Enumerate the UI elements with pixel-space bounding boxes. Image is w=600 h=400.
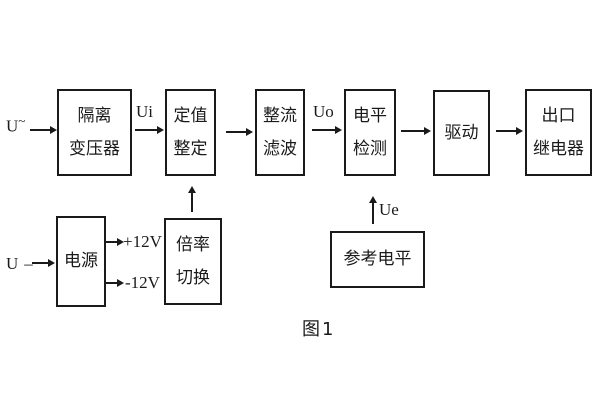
block-label: 变压器 bbox=[69, 138, 120, 159]
block-label: 参考电平 bbox=[343, 249, 412, 269]
label-dc-dash: – bbox=[24, 254, 33, 273]
label-minus12v: -12V bbox=[125, 273, 160, 292]
label-ac-input: U~ bbox=[6, 114, 25, 135]
arrow-transformer-to-setting-icon bbox=[135, 126, 164, 134]
block-label: 倍率 bbox=[176, 234, 210, 255]
block-label: 检测 bbox=[353, 138, 387, 159]
figure-caption: 图1 bbox=[302, 319, 336, 340]
arrow-drive-to-relay-icon bbox=[496, 127, 523, 135]
block-label: 整定 bbox=[173, 138, 208, 159]
arrow-ac-input-icon bbox=[30, 126, 57, 134]
block-label: 电平 bbox=[353, 105, 387, 126]
label-ue: Ue bbox=[379, 200, 399, 219]
block-label: 隔离 bbox=[77, 105, 112, 126]
label-ac-base: U bbox=[6, 116, 19, 136]
arrow-setting-to-rectifier-icon bbox=[226, 128, 253, 136]
arrow-dc-input-icon bbox=[32, 259, 55, 267]
label-ui: Ui bbox=[136, 102, 153, 121]
label-ac-tilde: ~ bbox=[18, 113, 26, 128]
block-level-detect: 电平 检测 bbox=[344, 89, 396, 176]
block-drive: 驱动 bbox=[433, 90, 490, 176]
block-setting-adjust: 定值 整定 bbox=[165, 89, 216, 176]
block-label: 电源 bbox=[64, 251, 98, 271]
arrow-reference-to-level-icon bbox=[369, 196, 377, 224]
block-label: 切换 bbox=[176, 267, 210, 288]
arrow-level-to-drive-icon bbox=[401, 127, 431, 135]
block-label: 定值 bbox=[173, 105, 208, 126]
label-uo: Uo bbox=[313, 102, 334, 121]
arrow-rectifier-to-level-icon bbox=[312, 126, 342, 134]
arrow-plus12-icon bbox=[106, 238, 124, 246]
arrow-ratio-to-setting-icon bbox=[188, 186, 196, 212]
label-plus12v: +12V bbox=[123, 232, 162, 251]
block-power-supply: 电源 bbox=[56, 216, 106, 307]
block-output-relay: 出口 继电器 bbox=[525, 89, 592, 176]
block-ratio-switch: 倍率 切换 bbox=[164, 218, 222, 305]
block-label: 整流 bbox=[263, 105, 297, 126]
block-reference-level: 参考电平 bbox=[330, 231, 425, 288]
label-dc-base: U bbox=[6, 254, 19, 273]
label-dc-input: U– bbox=[6, 255, 33, 272]
block-label: 驱动 bbox=[444, 122, 479, 143]
block-label: 继电器 bbox=[533, 138, 584, 159]
arrow-minus12-icon bbox=[106, 279, 124, 287]
block-rectifier-filter: 整流 滤波 bbox=[255, 89, 305, 176]
block-isolation-transformer: 隔离 变压器 bbox=[57, 89, 132, 176]
block-label: 滤波 bbox=[263, 138, 297, 159]
block-label: 出口 bbox=[541, 105, 576, 126]
